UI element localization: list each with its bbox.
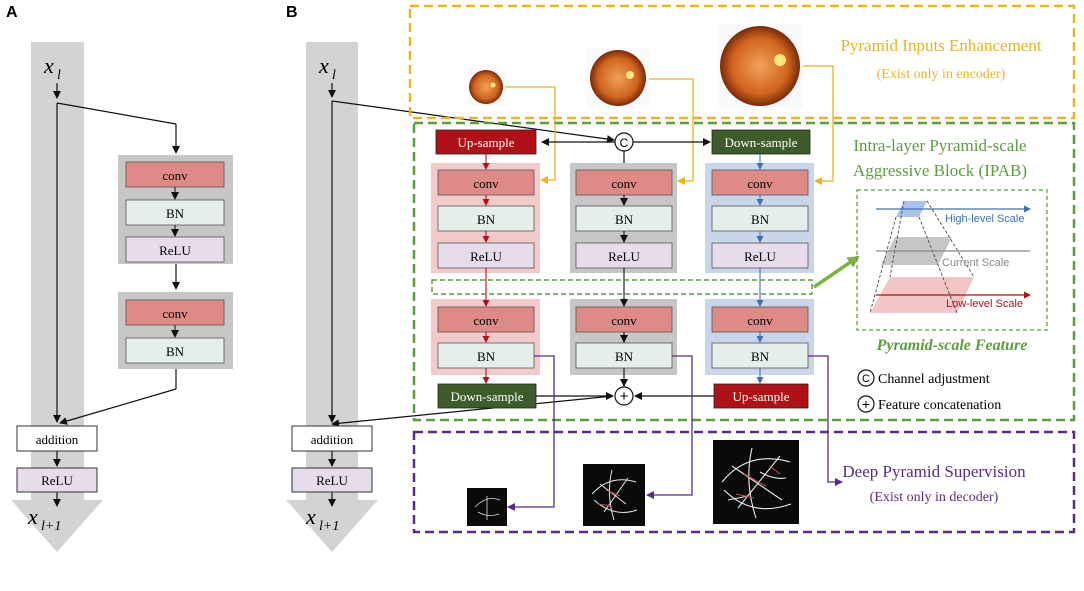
- pie-frame: [408, 4, 1076, 120]
- relu-box-b-out: [291, 467, 373, 493]
- svg-text:Down-sample: Down-sample: [451, 389, 524, 404]
- high-scale-label: High-level Scale: [945, 213, 1024, 225]
- svg-text:ReLU: ReLU: [41, 473, 73, 488]
- conv-box-left-2: [437, 306, 535, 333]
- down-sample-box-top: [711, 129, 811, 155]
- feature-caption: Pyramid-scale Feature: [876, 337, 1028, 354]
- input-sub-a: l: [57, 68, 61, 83]
- svg-text:BN: BN: [166, 344, 185, 359]
- svg-text:ReLU: ReLU: [744, 249, 776, 264]
- conv-box-right-1: [711, 169, 809, 196]
- fundus-image-large: [718, 24, 803, 109]
- svg-text:ReLU: ReLU: [159, 243, 191, 258]
- svg-text:Down-sample: Down-sample: [725, 135, 798, 150]
- svg-text:BN: BN: [166, 206, 185, 221]
- panel-label-b: B: [286, 4, 298, 21]
- ipab-title-2: Aggressive Block (IPAB): [853, 161, 1027, 180]
- conv-box-left-1: [437, 169, 535, 196]
- conv-box-mid-2: [575, 306, 673, 333]
- panel-label-a: A: [6, 4, 18, 21]
- svg-text:conv: conv: [747, 313, 773, 328]
- relu-box-a3: [16, 467, 98, 493]
- dps-subtitle: (Exist only in decoder): [870, 490, 999, 505]
- conv-box-mid-1: [575, 169, 673, 196]
- svg-text:conv: conv: [747, 176, 773, 191]
- relu-box-a1: [125, 236, 225, 263]
- svg-text:conv: conv: [473, 313, 499, 328]
- output-x-a: x: [27, 504, 38, 529]
- svg-text:addition: addition: [311, 432, 354, 447]
- svg-text:conv: conv: [611, 176, 637, 191]
- legend-concat-label: Feature concatenation: [878, 398, 1001, 413]
- addition-box-a: [16, 425, 98, 452]
- svg-text:Up-sample: Up-sample: [457, 135, 514, 150]
- svg-text:BN: BN: [751, 349, 770, 364]
- bn-box-mid-1: [575, 205, 673, 232]
- ipab-title-1: Intra-layer Pyramid-scale: [853, 136, 1026, 155]
- svg-text:ReLU: ReLU: [316, 473, 348, 488]
- svg-text:+: +: [620, 388, 629, 405]
- svg-text:addition: addition: [36, 432, 79, 447]
- vessel-map-medium: [583, 464, 645, 526]
- bn-box-a2: [125, 337, 225, 364]
- svg-text:conv: conv: [611, 313, 637, 328]
- relu-box-mid-1: [575, 242, 673, 269]
- concat-node: [614, 386, 634, 406]
- svg-text:conv: conv: [162, 306, 188, 321]
- bn-box-a1: [125, 199, 225, 226]
- dps-title: Deep Pyramid Supervision: [842, 462, 1026, 481]
- pie-title: Pyramid Inputs Enhancement: [840, 36, 1041, 55]
- svg-text:BN: BN: [477, 349, 496, 364]
- pyramid-feature-strip: [431, 279, 813, 295]
- fundus-image-medium: [587, 48, 649, 108]
- svg-text:BN: BN: [615, 349, 634, 364]
- svg-text:conv: conv: [162, 168, 188, 183]
- input-x-a: x: [43, 53, 54, 78]
- svg-text:BN: BN: [751, 212, 770, 227]
- input-sub-b: l: [332, 68, 336, 83]
- svg-text:+: +: [862, 396, 870, 412]
- svg-text:Up-sample: Up-sample: [732, 389, 789, 404]
- output-sub-a: l+1: [41, 519, 61, 534]
- dps-frame: [412, 430, 1076, 534]
- addition-box-b: [291, 425, 373, 452]
- conv-box-a2: [125, 299, 225, 326]
- low-scale-label: Low-level Scale: [946, 298, 1023, 310]
- fundus-image-small: [468, 69, 505, 106]
- svg-text:conv: conv: [473, 176, 499, 191]
- bn-box-right-1: [711, 205, 809, 232]
- pie-subtitle: (Exist only in encoder): [877, 67, 1006, 82]
- input-x-b: x: [318, 53, 329, 78]
- conv-box-right-2: [711, 306, 809, 333]
- svg-text:BN: BN: [615, 212, 634, 227]
- vessel-map-small: [467, 488, 507, 526]
- conv-box-a1: [125, 161, 225, 188]
- scale-inset-frame: [856, 189, 1048, 331]
- relu-box-right-1: [711, 242, 809, 269]
- legend-concat-icon: [857, 395, 875, 413]
- svg-text:ReLU: ReLU: [608, 249, 640, 264]
- svg-text:C: C: [862, 373, 870, 385]
- svg-text:C: C: [620, 136, 629, 150]
- svg-text:BN: BN: [477, 212, 496, 227]
- current-scale-label: Current Scale: [942, 257, 1009, 269]
- ipab-frame: [412, 121, 1076, 422]
- output-sub-b: l+1: [319, 519, 339, 534]
- bn-box-left-1: [437, 205, 535, 232]
- vessel-map-large: [713, 440, 799, 524]
- svg-text:ReLU: ReLU: [470, 249, 502, 264]
- relu-box-left-1: [437, 242, 535, 269]
- legend-channel-icon: [857, 369, 875, 387]
- output-x-b: x: [305, 504, 316, 529]
- legend-channel-label: Channel adjustment: [878, 372, 990, 387]
